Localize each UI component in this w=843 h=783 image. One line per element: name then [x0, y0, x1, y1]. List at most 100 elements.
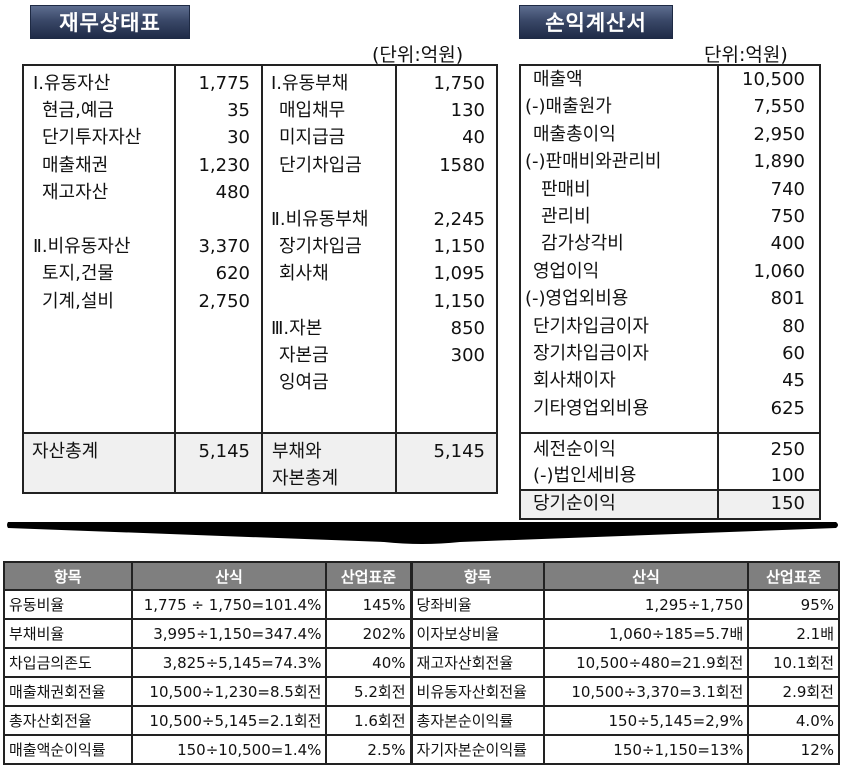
ratio-formula: 1,060÷185=5.7배: [542, 618, 750, 649]
balance-sheet-unit: (단위:억원): [372, 44, 464, 66]
line-item-label: 매출액: [533, 69, 583, 90]
line-item-label: 관리비: [541, 206, 591, 227]
line-item-label: 기타영업외비용: [533, 397, 649, 419]
ratio-table-header: 항목 산식 산업표준 항목 산식 산업표준: [3, 561, 840, 591]
ratio-name: 재고자산회전율: [409, 647, 545, 678]
line-item-value: 801: [770, 288, 805, 310]
line-item-value: 7,550: [753, 96, 805, 118]
header-item: 항목: [409, 561, 545, 591]
line-item-value: 1,150: [433, 290, 485, 312]
ratio-name: 매출액순이익률: [3, 734, 133, 765]
industry-standard: 2.1배: [747, 618, 840, 649]
line-item-value: 400: [770, 233, 805, 255]
industry-standard: 1.6회전: [325, 705, 413, 736]
line-item-value: 300: [450, 345, 485, 366]
industry-standard: 40%: [325, 647, 413, 678]
divider: [261, 66, 263, 492]
ratio-formula: 3,995÷1,150=347.4%: [130, 618, 328, 649]
line-item-value: 480: [215, 181, 250, 203]
header-industry-standard: 산업표준: [747, 561, 840, 591]
ratio-formula: 1,775 ÷ 1,750=101.4%: [130, 589, 328, 620]
pretax-income-label: 세전순이익: [533, 439, 616, 460]
divider: [24, 432, 496, 434]
divider: [521, 489, 819, 491]
arrow-down-icon: [7, 522, 838, 544]
balance-sheet-totals-row: [24, 432, 496, 492]
income-statement-title: 손익계산서: [519, 5, 673, 39]
line-item-label: 회사채이자: [533, 370, 616, 392]
line-item-value: 1,060: [753, 260, 805, 282]
total-assets-label: 자산총계: [32, 441, 99, 462]
pretax-income-value: 250: [770, 439, 805, 460]
line-item-value: 10,500: [742, 69, 805, 90]
line-item-label: (-)영업외비용: [525, 288, 629, 310]
line-item-value: 1,890: [753, 151, 805, 173]
line-item-value: 620: [215, 263, 250, 285]
total-liab-equity-value: 5,145: [433, 441, 485, 462]
line-item-value: [176, 206, 250, 233]
ratio-name: 총자본순이익률: [409, 705, 545, 736]
line-item-value: 740: [770, 178, 805, 200]
ratio-name: 차입금의존도: [3, 647, 133, 678]
header-industry-standard: 산업표준: [325, 561, 413, 591]
line-item-value: 1,230: [198, 154, 250, 176]
net-income-label: 당기순이익: [533, 493, 616, 514]
ratio-name: 매출채권회전율: [3, 676, 133, 707]
line-item-label: 토지,건물: [42, 263, 114, 285]
line-item-label: Ⅱ.비유동부채: [271, 209, 369, 230]
ratio-name: 자기자본순이익률: [409, 734, 545, 765]
income-tax-value: 100: [770, 465, 805, 486]
line-item-label: Ⅱ.비유동자산: [33, 236, 131, 258]
line-item-value: 35: [227, 100, 250, 122]
divider: [395, 66, 397, 492]
line-item-label: (-)매출원가: [525, 96, 612, 118]
line-item-value: 2,245: [433, 209, 485, 230]
line-item-value: 1,150: [433, 236, 485, 258]
line-item-value: 40: [462, 127, 485, 149]
ratio-formula: 150÷5,145=2,9%: [542, 705, 750, 736]
balance-sheet-title: 재무상태표: [30, 5, 190, 39]
line-item-label: 현금,예금: [42, 100, 114, 122]
ratio-formula: 10,500÷5,145=2.1회전: [130, 705, 328, 736]
line-item-label: 단기투자자산: [42, 127, 142, 149]
line-item-value: 1,750: [433, 73, 485, 94]
line-item-label: 단기차입금이자: [533, 315, 649, 337]
header-item: 항목: [3, 561, 133, 591]
line-item-label: 매출총이익: [533, 123, 616, 145]
header-formula: 산식: [542, 561, 750, 591]
divider: [717, 66, 719, 518]
divider: [521, 432, 819, 434]
line-item-label: 장기차입금이자: [533, 343, 649, 364]
net-income-value: 150: [770, 493, 805, 514]
ratio-formula: 3,825÷5,145=74.3%: [130, 647, 328, 678]
line-item-value: 1,775: [198, 73, 250, 94]
line-item-value: 2,750: [198, 290, 250, 312]
line-item-label: 잉여금: [279, 372, 329, 394]
line-item-value: 750: [770, 206, 805, 227]
line-item-value: 2,950: [753, 123, 805, 145]
line-item-label: 영업이익: [533, 260, 600, 282]
industry-standard: 202%: [325, 618, 413, 649]
industry-standard: 12%: [747, 734, 840, 765]
ratio-name: 유동비율: [3, 589, 133, 620]
line-item-value: [397, 179, 485, 206]
line-item-label: (-)판매비와관리비: [525, 151, 662, 173]
ratio-formula: 10,500÷1,230=8.5회전: [130, 676, 328, 707]
ratio-formula: 1,295÷1,750: [542, 589, 750, 620]
line-item-value: 80: [782, 315, 805, 337]
line-item-value: 850: [450, 317, 485, 339]
ratio-name: 이자보상비율: [409, 618, 545, 649]
line-item-label: 단기차입금: [279, 154, 362, 176]
total-assets-value: 5,145: [198, 441, 250, 462]
line-item-value: 3,370: [198, 236, 250, 258]
industry-standard: 2.9회전: [747, 676, 840, 707]
line-item-value: 1580: [439, 154, 485, 176]
ratio-name: 비유동자산회전율: [409, 676, 545, 707]
ratio-formula: 150÷1,150=13%: [542, 734, 750, 765]
income-statement-table: 매출액 10,500 (-)매출원가 7,550 매출총이익 2,950 (-)판매비와관리…: [519, 64, 821, 520]
total-liab-equity-label-2: 자본총계: [272, 468, 339, 489]
divider: [174, 66, 176, 492]
